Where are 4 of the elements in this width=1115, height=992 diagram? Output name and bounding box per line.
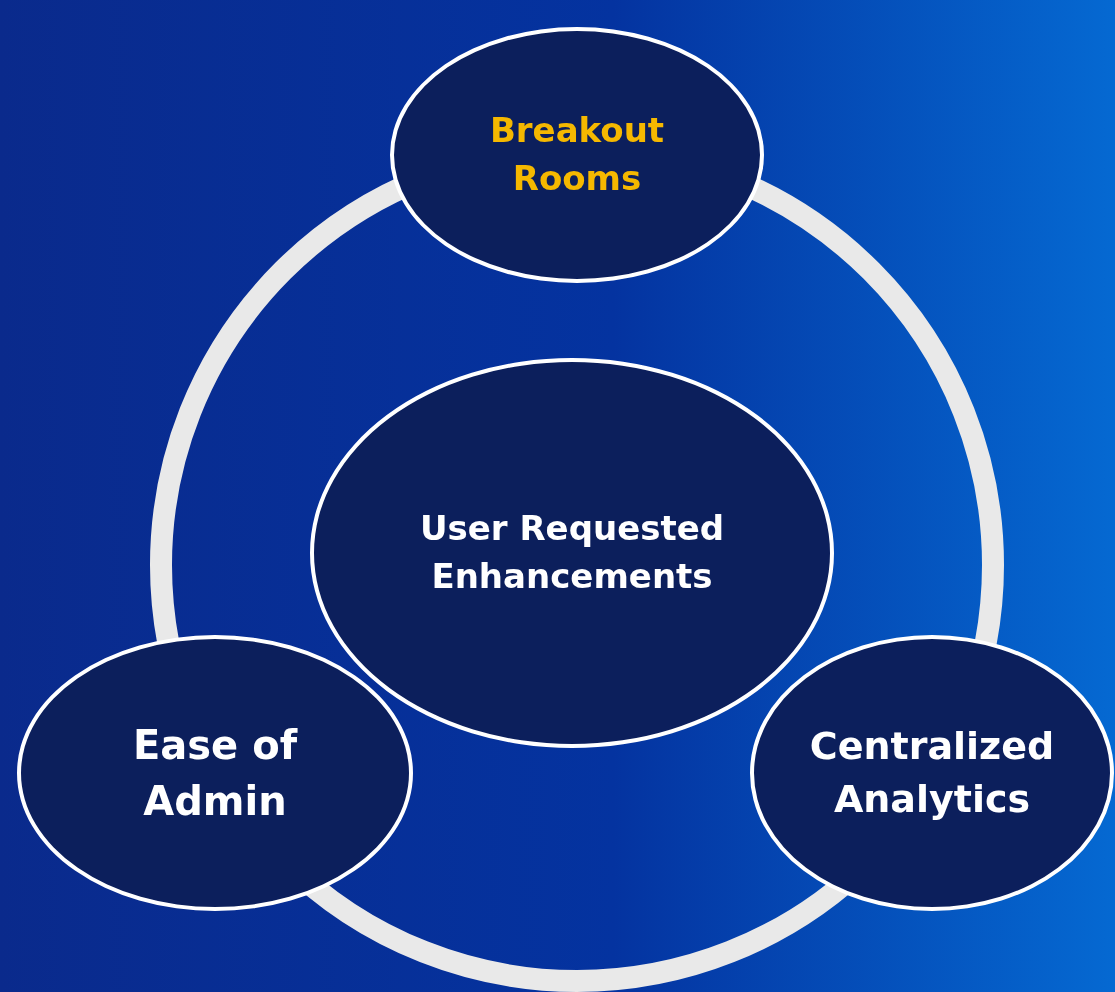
node-label: Ease of Admin [131,721,299,826]
node-label: Breakout Rooms [488,109,666,200]
node-label: Centralized Analytics [808,722,1056,823]
node-label: User Requested Enhancements [418,507,726,598]
